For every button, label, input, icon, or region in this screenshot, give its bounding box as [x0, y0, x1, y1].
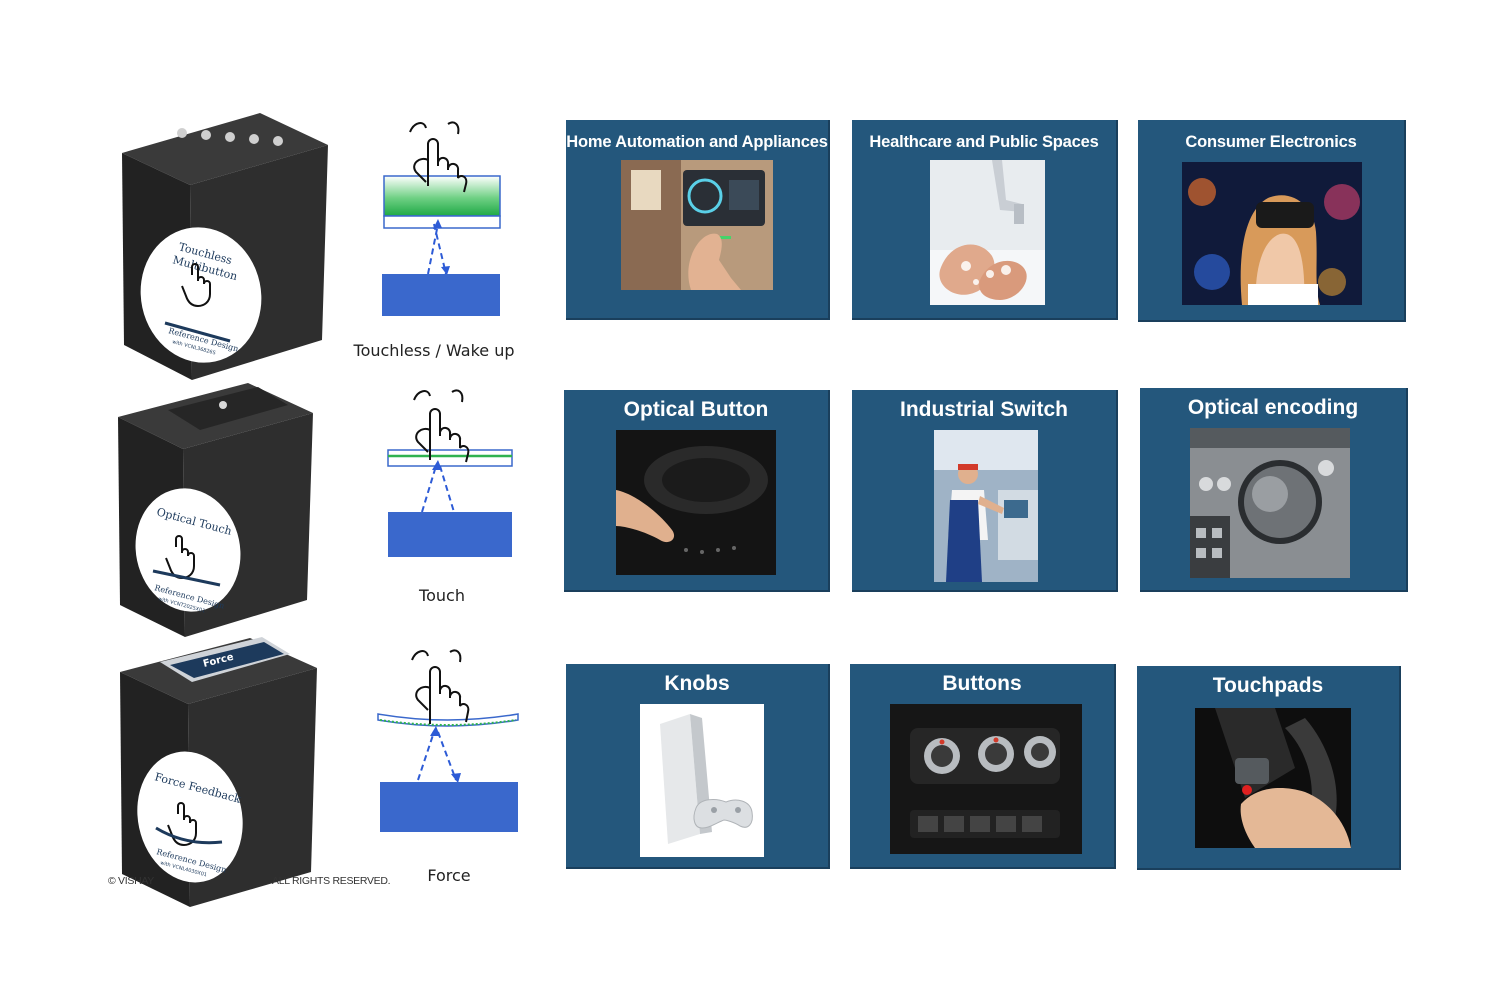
copyright-right: ALL RIGHTS RESERVED.: [272, 875, 391, 887]
pointing-hand-icon: [413, 389, 470, 463]
tile-title: Optical encoding: [1187, 396, 1359, 419]
touch-diagram: [387, 389, 513, 557]
tile-title: Healthcare and Public Spaces: [869, 133, 1099, 151]
pointing-hand-icon: [411, 649, 470, 724]
copyright-left: © VISHAY: [108, 875, 154, 887]
finger-icon: [167, 802, 197, 847]
mode-label-touch: Touch: [419, 586, 465, 605]
tile-optical-button: Optical Button: [564, 390, 830, 592]
tile-title: Home Automation and Appliances: [566, 133, 828, 151]
car-dashboard-knobs-photo: [890, 704, 1082, 854]
copyright-notice: © VISHAY ALL RIGHTS RESERVED.: [108, 875, 391, 887]
tile-title: Buttons: [942, 672, 1022, 695]
force-diagram: [377, 649, 519, 832]
cooktop-photo: [616, 430, 776, 575]
tile-title: Industrial Switch: [899, 398, 1069, 421]
tile-title: Touchpads: [1212, 674, 1324, 697]
tile-title: Optical Button: [623, 398, 769, 421]
tile-home-automation: Home Automation and Appliances: [566, 120, 830, 320]
tile-healthcare: Healthcare and Public Spaces: [852, 120, 1118, 320]
device-touchless-multibutton: Touchless Multibutton Reference Design w…: [122, 113, 328, 380]
tile-industrial-switch: Industrial Switch: [852, 390, 1118, 592]
oven-knob-photo: [1190, 428, 1350, 578]
tile-knobs: Knobs: [566, 664, 830, 869]
tile-title: Consumer Electronics: [1185, 133, 1357, 151]
mode-label-force: Force: [427, 866, 471, 885]
finger-icon: [181, 263, 211, 308]
pointing-hand-icon: [409, 121, 468, 193]
game-console-photo: [640, 704, 764, 857]
tile-buttons: Buttons: [850, 664, 1116, 869]
tile-consumer-electronics: Consumer Electronics: [1138, 120, 1406, 322]
mode-label-touchless: Touchless / Wake up: [353, 341, 515, 360]
touchless-diagram: [382, 121, 501, 316]
smart-thermostat-photo: [621, 160, 773, 290]
device-force-feedback: Force Force Feedback Reference Design wi…: [120, 637, 317, 907]
tile-touchpads: Touchpads: [1137, 666, 1401, 870]
factory-worker-photo: [934, 430, 1038, 582]
vr-headset-photo: [1182, 162, 1362, 305]
car-center-console-photo: [1195, 708, 1351, 848]
hand-washing-photo: [930, 160, 1045, 305]
device-optical-touch: Optical Touch Reference Design with VCNT…: [118, 383, 313, 637]
tile-optical-encoding: Optical encoding: [1140, 388, 1408, 592]
tile-title: Knobs: [664, 672, 730, 695]
